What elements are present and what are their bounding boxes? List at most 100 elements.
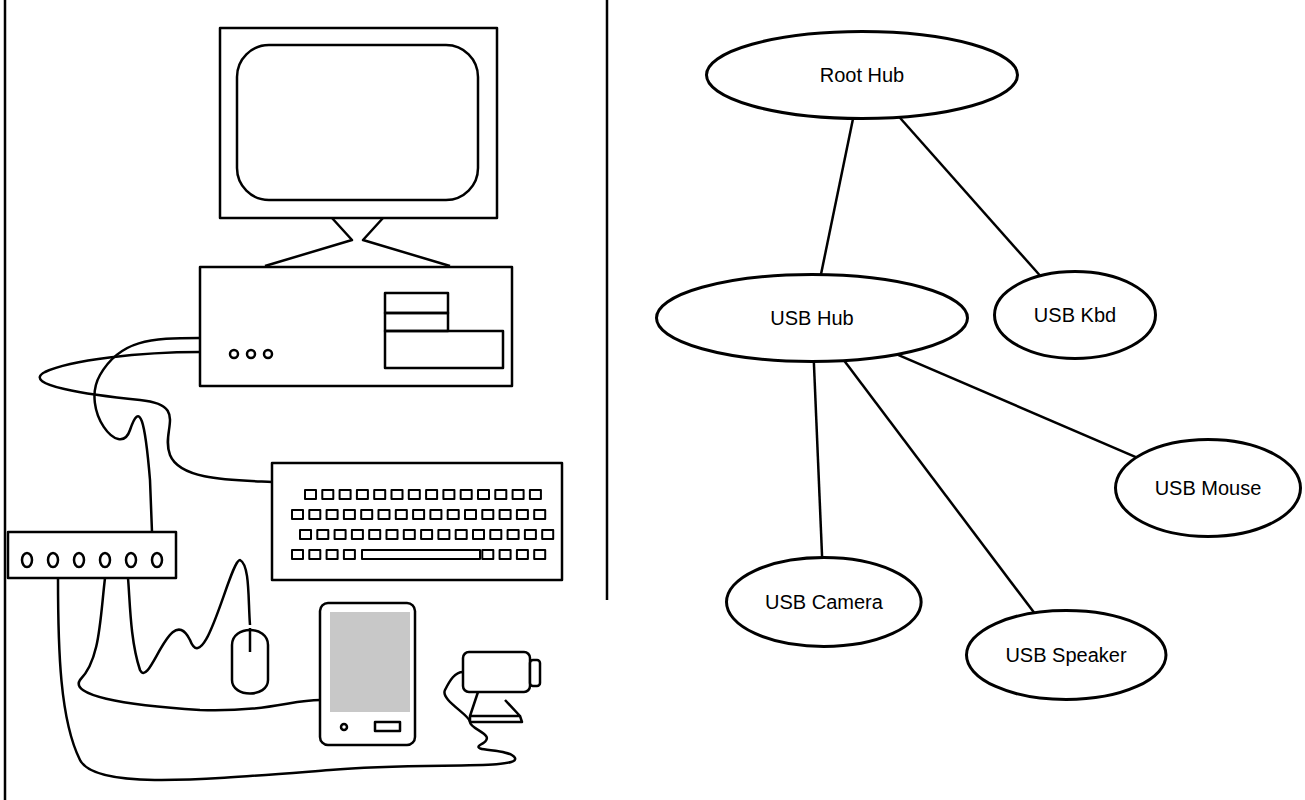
ellipse-shape xyxy=(657,275,968,362)
mouse-button xyxy=(249,628,252,652)
keyboard-key xyxy=(344,510,355,519)
hub-box xyxy=(8,532,176,578)
keyboard-key xyxy=(490,530,501,539)
keyboard-key xyxy=(482,510,493,519)
hub-port xyxy=(22,553,32,567)
keyboard-key xyxy=(513,490,524,499)
camera-body xyxy=(463,652,530,692)
node-label: USB Mouse xyxy=(1155,476,1262,500)
keyboard-key xyxy=(500,550,511,559)
device-ellipse: USB Speaker xyxy=(965,609,1167,701)
keyboard xyxy=(272,463,562,580)
pda xyxy=(320,603,415,745)
keyboard-key xyxy=(352,530,363,539)
node-label: USB Hub xyxy=(770,306,853,330)
keyboard-key xyxy=(292,510,303,519)
ellipse-shape xyxy=(966,611,1165,700)
keyboard-key xyxy=(495,490,506,499)
ellipse-shape xyxy=(995,272,1156,359)
device-ellipse: USB Kbd xyxy=(993,270,1157,360)
drive-bay xyxy=(385,331,503,368)
space-bar xyxy=(362,550,480,559)
monitor-stand xyxy=(265,218,450,266)
keyboard-key xyxy=(309,550,320,559)
keyboard-key xyxy=(379,510,390,519)
keyboard-key xyxy=(430,510,441,519)
divider-line xyxy=(606,0,609,600)
keyboard-key xyxy=(404,530,415,539)
ellipse-shape xyxy=(727,558,922,647)
keyboard-key xyxy=(534,550,545,559)
keyboard-key xyxy=(421,530,432,539)
keyboard-key xyxy=(508,530,519,539)
monitor-case xyxy=(220,28,497,218)
hub-port xyxy=(152,553,162,567)
keyboard-key xyxy=(413,510,424,519)
keyboard-key xyxy=(525,530,536,539)
keyboard-key xyxy=(517,510,528,519)
hub-port xyxy=(74,553,84,567)
connector-line xyxy=(821,118,853,274)
keyboard-key xyxy=(335,530,346,539)
keyboard-key xyxy=(396,510,407,519)
camera-stand xyxy=(470,692,522,722)
pda-button xyxy=(341,724,347,730)
keyboard-key xyxy=(340,490,351,499)
keyboard-key xyxy=(309,510,320,519)
keyboard-key xyxy=(473,530,484,539)
keyboard-key xyxy=(387,530,398,539)
ellipse-shape xyxy=(1116,440,1301,537)
port-dot xyxy=(230,350,238,358)
port-dot xyxy=(264,350,272,358)
keyboard-key xyxy=(426,490,437,499)
camera-cable xyxy=(58,578,515,780)
keyboard-key xyxy=(456,530,467,539)
node-label: Root Hub xyxy=(820,63,905,87)
keyboard-cable xyxy=(40,352,272,482)
keyboard-key xyxy=(448,510,459,519)
keyboard-key xyxy=(530,490,541,499)
pda-cable xyxy=(79,578,320,710)
keyboard-key xyxy=(517,550,528,559)
keyboard-key xyxy=(344,550,355,559)
keyboard-key xyxy=(361,510,372,519)
keyboard-key xyxy=(357,490,368,499)
keyboard-keys xyxy=(292,490,553,559)
keyboard-key xyxy=(500,510,511,519)
node-label: USB Speaker xyxy=(1005,643,1126,667)
port-dot xyxy=(247,350,255,358)
hub-port xyxy=(100,553,110,567)
hub-port xyxy=(126,553,136,567)
device-ellipse: Root Hub xyxy=(705,30,1019,120)
node-label: USB Kbd xyxy=(1034,303,1116,327)
device-ellipse: USB Hub xyxy=(655,273,969,363)
drive-bay xyxy=(385,313,448,331)
keyboard-key xyxy=(443,490,454,499)
hub-port xyxy=(48,553,58,567)
ellipse-shape xyxy=(707,32,1018,119)
node-label: USB Camera xyxy=(765,590,883,614)
drive-bay xyxy=(385,293,448,313)
device-ellipse: USB Camera xyxy=(725,556,923,648)
keyboard-key xyxy=(438,530,449,539)
camera-lens xyxy=(530,660,540,686)
connector-line xyxy=(897,354,1137,457)
hub-cable xyxy=(94,338,200,532)
connector-line xyxy=(814,361,822,557)
keyboard-key xyxy=(327,510,338,519)
border-line xyxy=(4,0,7,800)
monitor-screen xyxy=(237,45,478,200)
keyboard-key xyxy=(292,550,303,559)
keyboard-key xyxy=(534,510,545,519)
keyboard-key xyxy=(374,490,385,499)
pda-screen xyxy=(330,612,410,712)
keyboard-key xyxy=(300,530,311,539)
keyboard-key xyxy=(461,490,472,499)
pda-button xyxy=(375,722,400,731)
keyboard-key xyxy=(465,510,476,519)
keyboard-key xyxy=(409,490,420,499)
keyboard-key xyxy=(482,550,493,559)
keyboard-key xyxy=(305,490,316,499)
connector-line xyxy=(899,117,1040,276)
